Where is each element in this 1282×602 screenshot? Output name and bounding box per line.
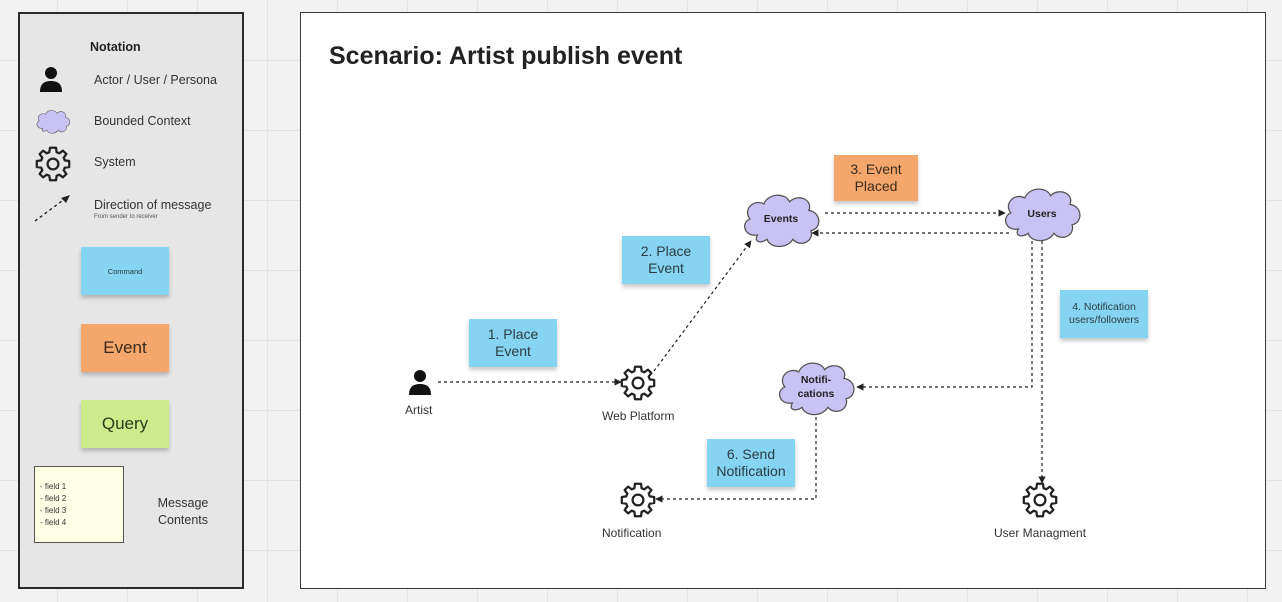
step3-event-placed-event: 3. Event Placed: [834, 155, 918, 201]
step1-place-event-command: 1. Place Event: [469, 319, 557, 367]
events-context-label: Events: [763, 213, 799, 225]
notification-system-label: Notification: [602, 526, 662, 540]
user-management-label: User Managment: [994, 526, 1087, 540]
gear-icon: [35, 146, 71, 182]
users-context-label: Users: [1027, 208, 1057, 220]
notifications-context-label: Notifi- cations: [797, 374, 835, 400]
scenario-canvas: Scenario: Artist publish event Artist We…: [300, 12, 1266, 589]
scenario-title: Scenario: Artist publish event: [329, 42, 683, 70]
query-sticky: Query: [81, 400, 169, 448]
users-context: Users: [999, 183, 1085, 245]
message-contents-box: - field 1 - field 2 - field 3 - field 4: [34, 466, 124, 543]
notation-legend: Notation Actor / User / Persona Bounded …: [18, 12, 244, 589]
event-sticky: Event: [81, 324, 169, 372]
message-contents-label: Message Contents: [157, 496, 209, 527]
legend-direction-label: Direction of message: [94, 198, 212, 212]
web-platform-label: Web Platform: [602, 409, 675, 423]
web-platform-gear-icon: [620, 365, 656, 401]
field-2: - field 2: [40, 494, 67, 503]
arrow-users-to-notifications: [856, 241, 1033, 391]
legend-actor-label: Actor / User / Persona: [94, 73, 217, 87]
legend-title: Notation: [90, 40, 141, 54]
arrow-notifications-to-notification: [655, 417, 817, 503]
events-context: Events: [737, 190, 825, 250]
legend-direction-sub: From sender to receiver: [94, 214, 158, 220]
notification-gear-icon: [620, 482, 656, 518]
artist-person-icon: [408, 369, 432, 395]
step2-place-event-command: 2. Place Event: [622, 236, 710, 284]
command-sticky: Command: [81, 247, 169, 295]
field-4: - field 4: [40, 518, 67, 527]
step6-send-notification-command: 6. Send Notification: [707, 439, 795, 487]
message-arrows: [438, 209, 1046, 503]
dashed-arrow-icon: [34, 195, 70, 222]
legend-system-label: System: [94, 155, 136, 169]
field-1: - field 1: [40, 482, 67, 491]
artist-label: Artist: [405, 403, 433, 417]
field-3: - field 3: [40, 506, 67, 515]
cloud-icon: [34, 108, 72, 135]
person-icon: [39, 66, 63, 92]
notifications-context: Notifi- cations: [773, 357, 859, 419]
user-management-gear-icon: [1022, 482, 1058, 518]
legend-context-label: Bounded Context: [94, 114, 191, 128]
step4-notification-command: 4. Notification users/followers: [1060, 290, 1148, 338]
